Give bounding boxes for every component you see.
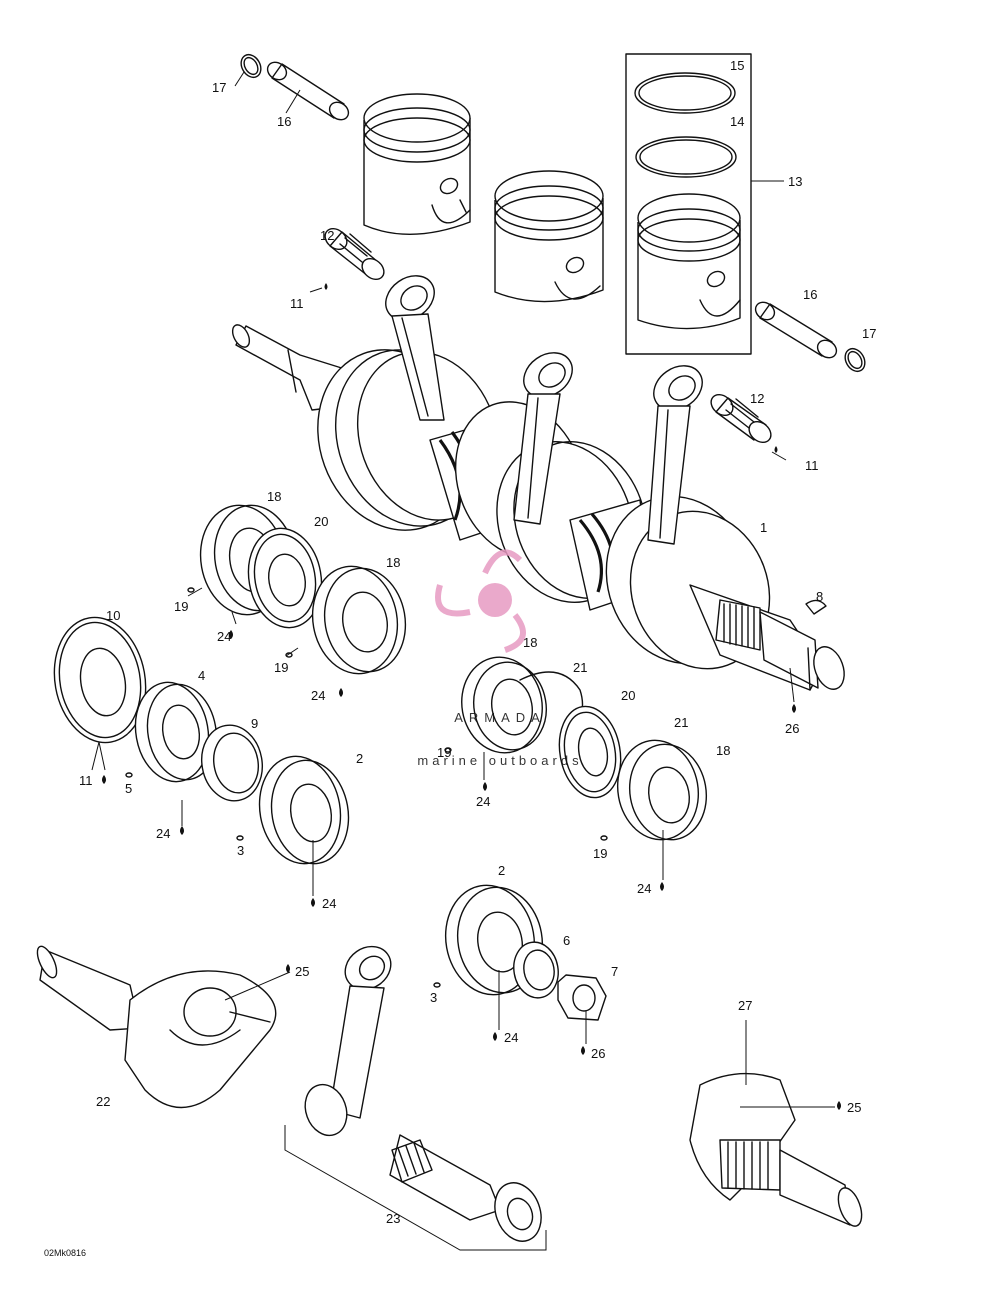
callout-label: 12 bbox=[320, 228, 334, 243]
callout-label: 4 bbox=[198, 668, 205, 683]
callout-label: 2 bbox=[498, 863, 505, 878]
callout-label: 24 bbox=[637, 881, 651, 896]
callout-label: 9 bbox=[251, 716, 258, 731]
callout-label: 7 bbox=[611, 964, 618, 979]
callout-label: 5 bbox=[125, 781, 132, 796]
bearing-part-2-left bbox=[258, 755, 350, 865]
callout-label: 24 bbox=[217, 629, 231, 644]
callout-label: 26 bbox=[785, 721, 799, 736]
crank-half-part-22 bbox=[36, 945, 277, 1109]
bearing-part-18-upper-right bbox=[311, 565, 407, 675]
callout-label: 19 bbox=[274, 660, 288, 675]
piston-pin-part-16-left bbox=[266, 61, 350, 121]
connecting-rod-right bbox=[647, 365, 703, 545]
callout-label: 11 bbox=[79, 773, 93, 788]
watermark-brand: ARMADA bbox=[454, 710, 546, 725]
callout-label: 11 bbox=[290, 296, 304, 311]
callout-label: 25 bbox=[847, 1100, 861, 1115]
bearing-part-18-lower-right bbox=[616, 739, 708, 841]
callout-label: 10 bbox=[106, 608, 120, 623]
callout-label: 24 bbox=[322, 896, 336, 911]
crank-half-part-27 bbox=[689, 1020, 863, 1227]
callout-label: 21 bbox=[573, 660, 587, 675]
seal-part-20-center bbox=[558, 705, 622, 799]
circlip-part-17-right bbox=[844, 347, 866, 373]
woodruff-key-part-8 bbox=[805, 599, 827, 615]
grease-drop-icons bbox=[102, 283, 841, 1110]
callout-label: 24 bbox=[504, 1030, 518, 1045]
callout-label: 13 bbox=[788, 174, 802, 189]
callout-label: 22 bbox=[96, 1094, 110, 1109]
callout-label: 14 bbox=[730, 114, 744, 129]
callout-label: 17 bbox=[212, 80, 226, 95]
callout-label: 19 bbox=[174, 599, 188, 614]
callout-label: 6 bbox=[563, 933, 570, 948]
piston-ring-set-box bbox=[625, 53, 784, 355]
drawing-code: 02Mk0816 bbox=[44, 1248, 86, 1258]
callout-label: 16 bbox=[277, 114, 291, 129]
callout-label: 3 bbox=[430, 990, 437, 1005]
ring-part-9 bbox=[201, 724, 263, 802]
watermark-tagline: marine outboards bbox=[417, 753, 582, 768]
connecting-rod-middle bbox=[513, 352, 573, 525]
callout-label: 19 bbox=[593, 846, 607, 861]
seal-part-20-upper bbox=[247, 527, 323, 629]
piston-left bbox=[363, 93, 471, 235]
nut-part-7 bbox=[557, 974, 607, 1021]
leader-lines bbox=[91, 71, 835, 1108]
callout-label: 12 bbox=[750, 391, 764, 406]
armada-logo-icon bbox=[435, 549, 526, 653]
bearing-part-18-center bbox=[461, 656, 547, 754]
piston-pin-part-16-right bbox=[754, 301, 838, 359]
callout-label: 25 bbox=[295, 964, 309, 979]
callout-label: 24 bbox=[156, 826, 170, 841]
callout-label: 26 bbox=[591, 1046, 605, 1061]
callout-label: 23 bbox=[386, 1211, 400, 1226]
callout-label: 18 bbox=[523, 635, 537, 650]
part-callouts: 17 16 15 14 13 12 11 16 17 12 11 18 20 1… bbox=[44, 58, 876, 1258]
connecting-rod-part-23 bbox=[284, 945, 547, 1251]
callout-label: 8 bbox=[816, 589, 823, 604]
needle-bearing-part-12-left bbox=[324, 227, 385, 281]
bearing-part-2-lower bbox=[444, 884, 544, 996]
callout-label: 24 bbox=[311, 688, 325, 703]
callout-label: 21 bbox=[674, 715, 688, 730]
callout-label: 3 bbox=[237, 843, 244, 858]
washer-part-6 bbox=[513, 941, 559, 999]
callout-label: 11 bbox=[805, 458, 819, 473]
callout-label: 17 bbox=[862, 326, 876, 341]
callout-label: 18 bbox=[386, 555, 400, 570]
callout-label: 27 bbox=[738, 998, 752, 1013]
callout-label: 1 bbox=[760, 520, 767, 535]
piston-middle bbox=[494, 170, 604, 303]
callout-label: 15 bbox=[730, 58, 744, 73]
callout-label: 18 bbox=[716, 743, 730, 758]
callout-label: 19 bbox=[437, 745, 451, 760]
watermark: ARMADA marine outboards bbox=[417, 549, 582, 768]
callout-label: 18 bbox=[267, 489, 281, 504]
callout-label: 20 bbox=[621, 688, 635, 703]
crankshaft-assembly-part-1 bbox=[231, 324, 845, 691]
bearing-part-4 bbox=[134, 681, 218, 783]
callout-label: 20 bbox=[314, 514, 328, 529]
connecting-rod-left bbox=[385, 275, 445, 421]
needle-bearing-part-12-right bbox=[710, 393, 772, 444]
callout-label: 24 bbox=[476, 794, 490, 809]
seal-part-10 bbox=[53, 616, 147, 744]
circlip-part-17-left bbox=[240, 53, 262, 79]
callout-label: 16 bbox=[803, 287, 817, 302]
callout-label: 2 bbox=[356, 751, 363, 766]
